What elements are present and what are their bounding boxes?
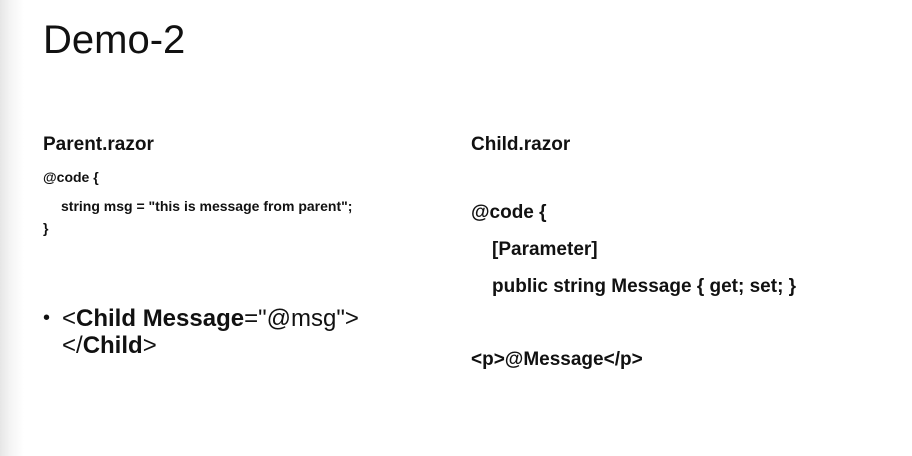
child-code-line: <p>@Message</p> — [471, 349, 643, 370]
bullet-dot: • — [43, 307, 51, 329]
child-file-heading: Child.razor — [471, 134, 571, 155]
parent-code-line: string msg = "this is message from paren… — [61, 198, 353, 214]
parent-code-line: @code { — [43, 169, 99, 185]
slide-title: Demo-2 — [43, 18, 186, 62]
parent-file-heading: Parent.razor — [43, 134, 154, 155]
child-usage-text: <Child Message="@msg"></Child> — [43, 305, 443, 359]
parent-code-section: Parent.razor @code { string msg = "this … — [43, 132, 443, 237]
bullet-attr-value: ="@msg"></ — [62, 305, 359, 359]
child-usage-bullet: • <Child Message="@msg"></Child> — [43, 305, 443, 359]
bullet-open-bracket: < — [62, 305, 77, 332]
child-code-line: [Parameter] — [492, 239, 598, 260]
bullet-attr-name: Message — [142, 305, 245, 332]
bullet-tag-open: Child — [76, 305, 137, 332]
child-code-section: Child.razor @code { [Parameter] public s… — [471, 132, 891, 370]
child-code-line: public string Message { get; set; } — [492, 276, 797, 297]
parent-code-line: } — [43, 220, 49, 236]
parent-code-block: @code { string msg = "this is message fr… — [43, 164, 443, 237]
bullet-tag-close: Child — [82, 332, 143, 359]
child-code-line: @code { — [471, 202, 547, 223]
bullet-close-bracket: > — [142, 332, 157, 359]
